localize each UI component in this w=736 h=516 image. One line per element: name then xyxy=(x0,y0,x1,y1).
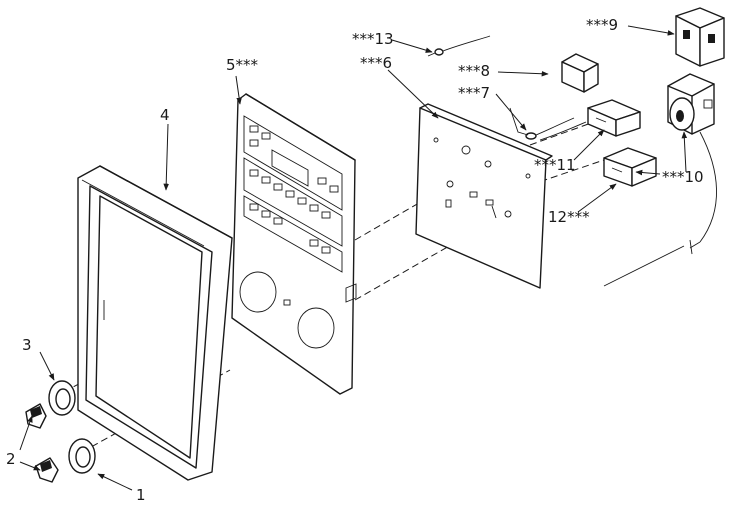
switch-part-9 xyxy=(675,7,725,67)
callout-8: ***8 xyxy=(458,62,490,80)
callout-labels: 1 2 3 4 5*** ***6 ***7 ***8 ***9 ***10 *… xyxy=(6,16,704,504)
callout-11: ***11 xyxy=(534,156,576,174)
callout-10: ***10 xyxy=(662,168,704,186)
callout-12: 12*** xyxy=(548,208,590,226)
callout-leaders xyxy=(19,25,688,491)
ring-part-3 xyxy=(48,380,76,416)
motor-part-10 xyxy=(603,73,717,287)
callout-5: 5*** xyxy=(226,56,259,74)
relay-part-8 xyxy=(561,53,599,93)
fuse-block-part-11 xyxy=(587,99,641,137)
front-frame-part-4 xyxy=(77,165,233,481)
callout-9: ***9 xyxy=(586,16,618,34)
callout-3: 3 xyxy=(22,336,32,354)
callout-2: 2 xyxy=(6,450,16,468)
knob-lower-part-2 xyxy=(35,457,59,483)
fuse-block-part-12 xyxy=(603,147,657,187)
wire-lead-part-13 xyxy=(427,35,491,57)
circuit-board-part-6 xyxy=(415,103,553,289)
callout-7: ***7 xyxy=(458,84,490,102)
connector-part-7 xyxy=(509,107,587,141)
callout-1: 1 xyxy=(136,486,146,504)
ring-part-1 xyxy=(68,438,96,474)
callout-13: ***13 xyxy=(352,30,394,48)
callout-6: ***6 xyxy=(360,54,392,72)
control-panel-plate-part-5 xyxy=(231,93,357,395)
panel-button-grid xyxy=(249,125,339,254)
callout-4: 4 xyxy=(160,106,170,124)
